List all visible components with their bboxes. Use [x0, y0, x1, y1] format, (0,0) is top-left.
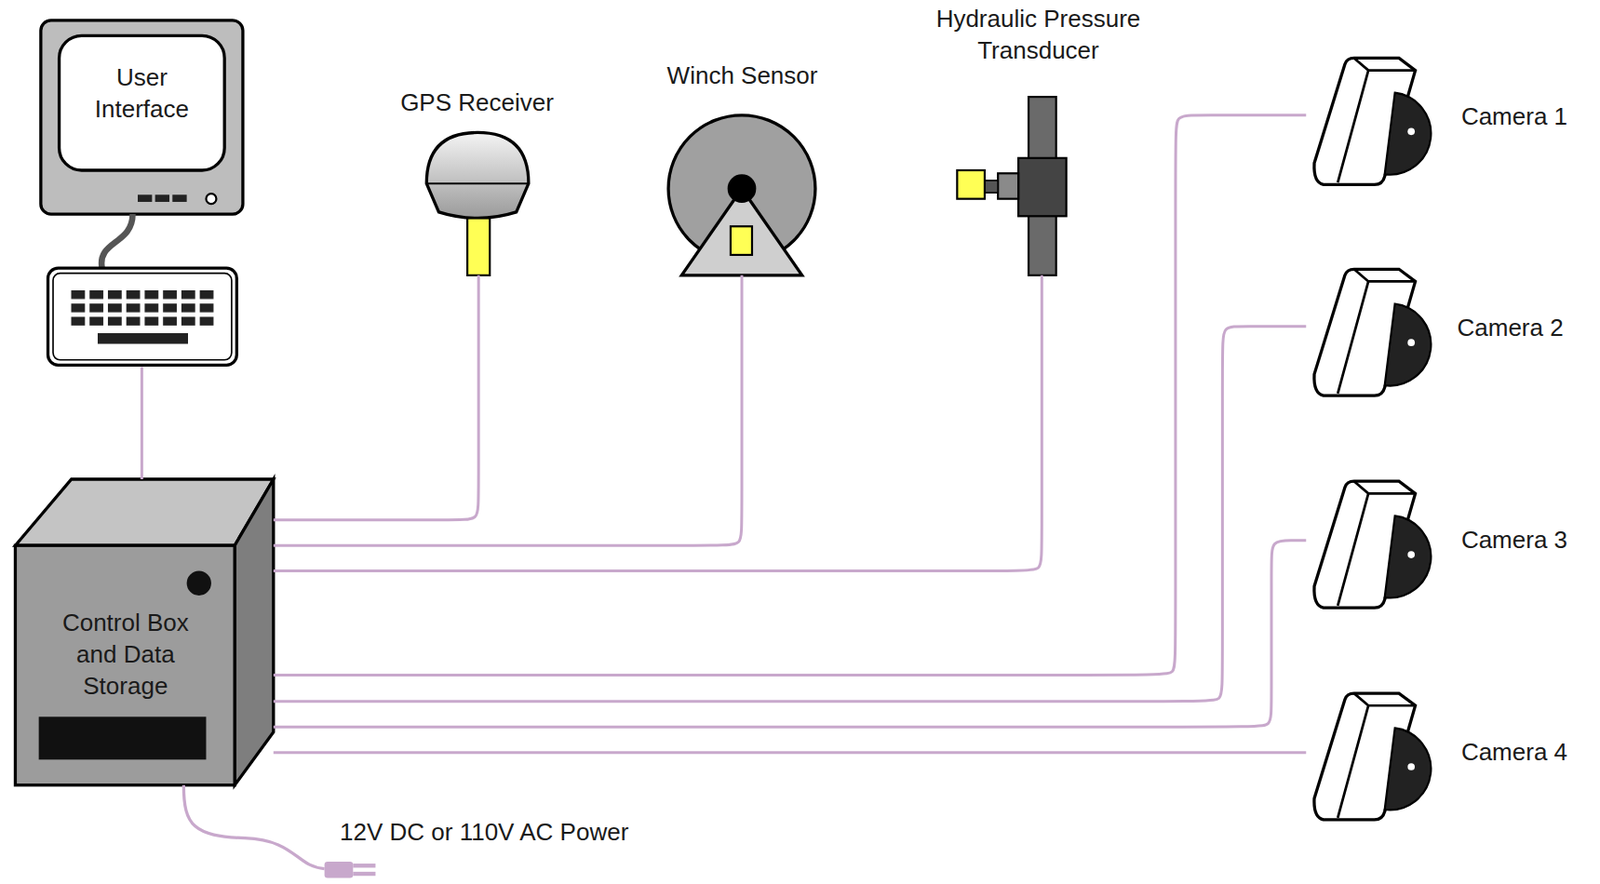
- node-label: GPS Receiver: [377, 86, 578, 119]
- camera-node: Camera 4: [1305, 691, 1597, 821]
- node-label: Camera 4: [1461, 736, 1598, 768]
- control-box-node: Control Box and Data Storage: [14, 479, 273, 786]
- cable: [273, 326, 1306, 702]
- cable: [273, 275, 742, 546]
- node-label: Camera 1: [1461, 100, 1598, 133]
- node-label: Control Box and Data Storage: [39, 606, 212, 702]
- node-label: Camera 3: [1461, 524, 1598, 556]
- camera-icon: [1314, 268, 1431, 396]
- cable: [273, 115, 1306, 676]
- monitor-node: User Interface: [40, 20, 245, 368]
- camera-node: Camera 2: [1305, 267, 1597, 396]
- camera-icon: [1314, 481, 1431, 608]
- node-label: Winch Sensor: [643, 59, 843, 92]
- sensor-node: Hydraulic Pressure Transducer: [902, 2, 1174, 276]
- power-label: 12V DC or 110V AC Power: [339, 816, 629, 848]
- keyboard-icon: [48, 268, 238, 365]
- cable: [140, 366, 144, 480]
- sensor-node: GPS Receiver: [377, 86, 581, 276]
- winch-icon: [668, 115, 816, 276]
- cable: [273, 275, 1043, 572]
- node-label: Camera 2: [1457, 311, 1598, 344]
- camera-icon: [1314, 693, 1431, 821]
- camera-icon: [1314, 57, 1431, 185]
- cable: [273, 540, 1306, 728]
- cable: [273, 275, 479, 521]
- node-label: Hydraulic Pressure Transducer: [919, 2, 1157, 67]
- sensor-node: Winch Sensor: [643, 59, 847, 276]
- camera-node: Camera 1: [1305, 55, 1597, 185]
- gps-icon: [426, 132, 529, 275]
- node-label: User Interface: [76, 61, 207, 125]
- control-box: [14, 479, 273, 786]
- monitor-icon: [40, 20, 243, 269]
- camera-node: Camera 3: [1305, 479, 1597, 608]
- transducer-icon: [956, 96, 1066, 276]
- cable: [273, 751, 1306, 754]
